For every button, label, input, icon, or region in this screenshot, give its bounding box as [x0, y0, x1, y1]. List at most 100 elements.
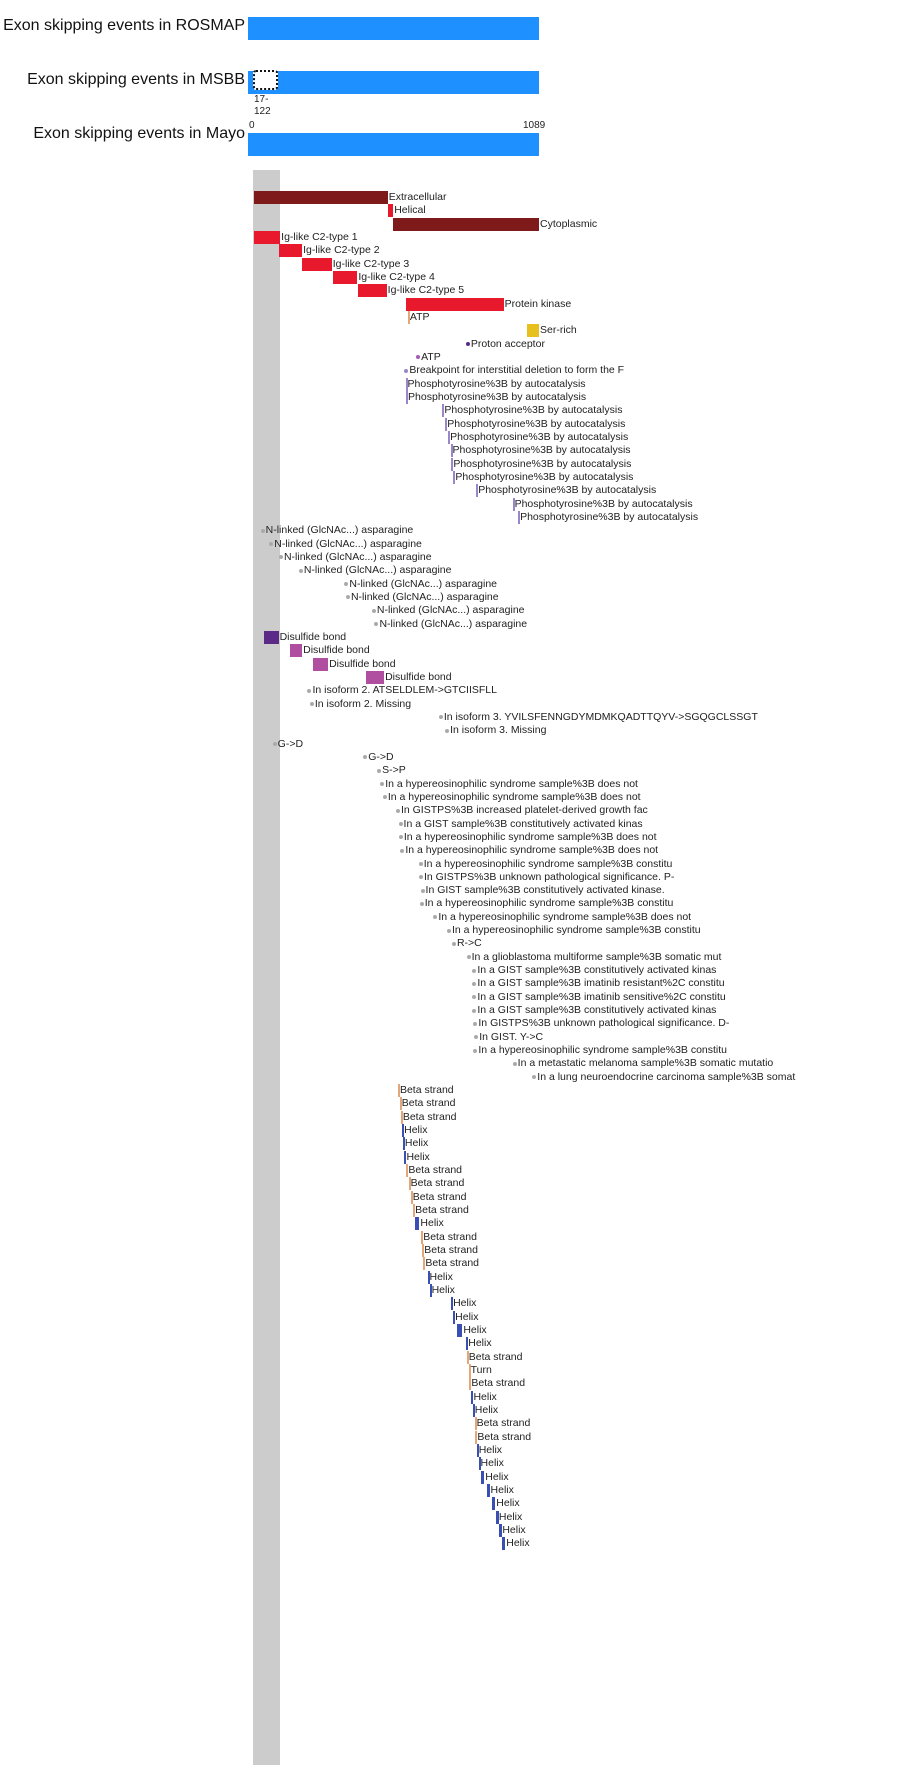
feature-mark[interactable] — [289, 644, 303, 658]
feature-mark[interactable] — [402, 1124, 405, 1138]
feature-mark[interactable] — [332, 270, 358, 284]
feature-mark[interactable] — [400, 848, 405, 853]
feature-mark[interactable] — [480, 1470, 485, 1484]
feature-mark[interactable] — [345, 595, 350, 600]
feature-mark[interactable] — [418, 875, 423, 880]
feature-mark[interactable] — [407, 310, 410, 324]
feature-mark[interactable] — [404, 368, 409, 373]
feature-mark[interactable] — [472, 1008, 477, 1013]
feature-mark[interactable] — [408, 1177, 411, 1191]
feature-mark[interactable] — [278, 555, 283, 560]
feature-mark[interactable] — [272, 742, 277, 747]
feature-mark[interactable] — [254, 230, 281, 244]
feature-mark[interactable] — [429, 1284, 432, 1298]
feature-mark[interactable] — [445, 728, 450, 733]
feature-mark[interactable] — [416, 355, 421, 360]
feature-mark[interactable] — [357, 284, 387, 298]
feature-mark[interactable] — [448, 430, 451, 444]
feature-mark[interactable] — [532, 1075, 537, 1080]
feature-mark[interactable] — [413, 1204, 416, 1218]
feature-mark[interactable] — [387, 204, 394, 218]
feature-mark[interactable] — [313, 657, 329, 671]
msbb-track[interactable] — [248, 71, 539, 94]
feature-mark[interactable] — [406, 297, 504, 311]
feature-mark[interactable] — [400, 1110, 403, 1124]
feature-mark[interactable] — [438, 715, 443, 720]
feature-mark[interactable] — [451, 1297, 454, 1311]
feature-mark[interactable] — [476, 484, 479, 498]
feature-mark[interactable] — [260, 528, 265, 533]
feature-mark[interactable] — [518, 510, 521, 524]
feature-mark[interactable] — [502, 1537, 506, 1551]
feature-mark[interactable] — [474, 1035, 479, 1040]
feature-mark[interactable] — [382, 795, 387, 800]
feature-mark[interactable] — [420, 888, 425, 893]
feature-mark[interactable] — [427, 1270, 430, 1284]
feature-mark[interactable] — [399, 1097, 402, 1111]
feature-mark[interactable] — [445, 417, 448, 431]
feature-mark[interactable] — [472, 1404, 475, 1418]
feature-mark[interactable] — [466, 1337, 469, 1351]
feature-mark[interactable] — [254, 191, 388, 204]
feature-mark[interactable] — [453, 1310, 456, 1324]
feature-mark[interactable] — [344, 582, 349, 587]
feature-mark[interactable] — [421, 1230, 424, 1244]
feature-mark[interactable] — [498, 1524, 502, 1537]
feature-mark[interactable] — [472, 981, 477, 986]
feature-mark[interactable] — [374, 622, 379, 627]
feature-mark[interactable] — [468, 1364, 471, 1378]
feature-mark[interactable] — [469, 1377, 472, 1391]
feature-mark[interactable] — [298, 568, 303, 573]
feature-mark[interactable] — [371, 608, 376, 613]
feature-mark[interactable] — [415, 1217, 420, 1231]
rosmap-track[interactable] — [248, 17, 539, 40]
feature-mark[interactable] — [465, 342, 470, 347]
feature-mark[interactable] — [478, 1457, 481, 1471]
feature-mark[interactable] — [410, 1190, 413, 1204]
mayo-track[interactable] — [248, 133, 539, 156]
feature-mark[interactable] — [422, 1244, 425, 1258]
feature-mark[interactable] — [418, 862, 423, 866]
feature-mark[interactable] — [442, 404, 445, 418]
feature-mark[interactable] — [486, 1484, 490, 1497]
feature-mark[interactable] — [309, 702, 314, 707]
feature-mark[interactable] — [279, 244, 303, 258]
feature-mark[interactable] — [363, 755, 368, 760]
feature-mark[interactable] — [496, 1510, 500, 1524]
feature-mark[interactable] — [395, 808, 400, 813]
feature-mark[interactable] — [466, 1350, 469, 1364]
feature-mark[interactable] — [264, 630, 279, 644]
feature-mark[interactable] — [476, 1444, 479, 1458]
feature-mark[interactable] — [269, 542, 274, 547]
feature-mark[interactable] — [301, 257, 332, 271]
feature-mark[interactable] — [406, 1164, 409, 1178]
feature-mark[interactable] — [377, 768, 382, 773]
feature-mark[interactable] — [512, 497, 515, 511]
msbb-exon-event[interactable] — [253, 70, 278, 90]
feature-mark[interactable] — [474, 1417, 477, 1431]
feature-mark[interactable] — [423, 1257, 426, 1271]
feature-mark[interactable] — [492, 1497, 496, 1511]
feature-mark[interactable] — [366, 670, 385, 684]
feature-mark[interactable] — [380, 782, 385, 787]
feature-mark[interactable] — [433, 915, 438, 920]
feature-mark[interactable] — [473, 1021, 478, 1026]
feature-mark[interactable] — [397, 1084, 400, 1098]
feature-mark[interactable] — [471, 1390, 474, 1404]
feature-mark[interactable] — [404, 1150, 407, 1164]
feature-mark[interactable] — [393, 217, 539, 231]
feature-mark[interactable] — [450, 444, 453, 458]
feature-mark[interactable] — [451, 457, 454, 471]
feature-mark[interactable] — [475, 1430, 478, 1444]
feature-mark[interactable] — [451, 941, 456, 946]
feature-mark[interactable] — [472, 968, 477, 973]
feature-mark[interactable] — [453, 470, 456, 484]
feature-mark[interactable] — [466, 955, 471, 960]
feature-mark[interactable] — [398, 822, 403, 826]
feature-mark[interactable] — [402, 1137, 405, 1151]
feature-mark[interactable] — [512, 1061, 517, 1066]
feature-mark[interactable] — [473, 1048, 478, 1053]
feature-mark[interactable] — [406, 390, 409, 404]
feature-mark[interactable] — [457, 1324, 463, 1338]
feature-mark[interactable] — [419, 901, 424, 906]
